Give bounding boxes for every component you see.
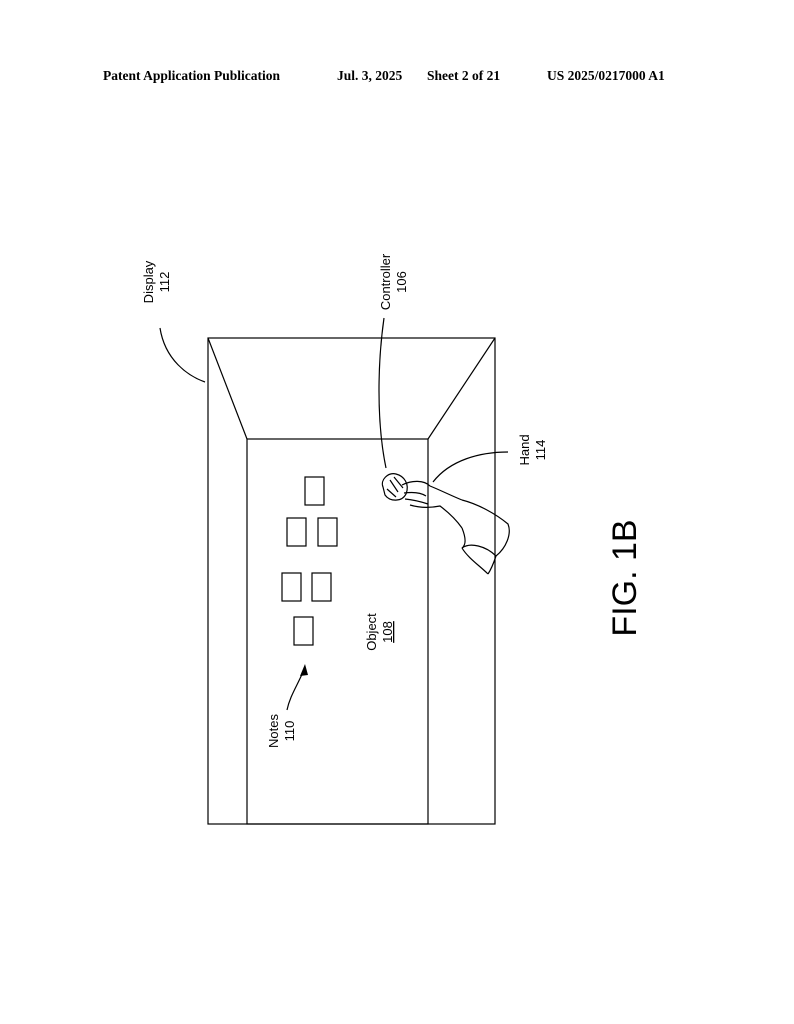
hand-label-ref: 114	[533, 440, 548, 461]
notes-label: Notes 110	[266, 714, 297, 748]
note	[317, 517, 338, 547]
object-label: Object 108	[364, 613, 395, 651]
figure-label: FIG. 1B	[606, 519, 644, 636]
hand-leader-line	[432, 451, 509, 483]
perspective-line-right	[427, 337, 496, 440]
notes-leader-arrow	[286, 671, 304, 711]
hand-icon	[381, 473, 510, 575]
display-leader-line	[159, 327, 206, 383]
perspective-line-left	[207, 337, 248, 440]
controller-label-name: Controller	[378, 253, 393, 310]
hand-label: Hand 114	[517, 434, 548, 465]
display-label-ref: 112	[157, 272, 172, 293]
sheet-number: Sheet 2 of 21	[427, 68, 501, 83]
notes-group	[281, 476, 338, 646]
hand-label-name: Hand	[517, 434, 532, 465]
page-header: Patent Application Publication Jul. 3, 2…	[0, 68, 794, 88]
display-label-name: Display	[141, 260, 156, 303]
note	[304, 476, 325, 506]
note	[281, 572, 302, 602]
notes-arrowhead	[300, 664, 308, 676]
controller-leader-line	[378, 317, 387, 469]
notes-label-ref: 110	[282, 721, 297, 742]
notes-label-name: Notes	[266, 714, 281, 748]
controller-label: Controller 106	[378, 253, 409, 310]
publication-type: Patent Application Publication	[103, 68, 281, 83]
publication-number: US 2025/0217000 A1	[547, 68, 665, 83]
display-outer-frame	[207, 337, 496, 825]
object-label-name: Object	[364, 613, 379, 651]
note	[293, 616, 314, 646]
object-panel	[246, 438, 429, 825]
display-label: Display 112	[141, 260, 172, 303]
note	[286, 517, 307, 547]
note	[311, 572, 332, 602]
figure-number: FIG. 1B	[606, 519, 644, 636]
controller-label-ref: 106	[394, 271, 409, 293]
publication-date: Jul. 3, 2025	[337, 68, 403, 83]
object-label-ref: 108	[380, 621, 395, 643]
